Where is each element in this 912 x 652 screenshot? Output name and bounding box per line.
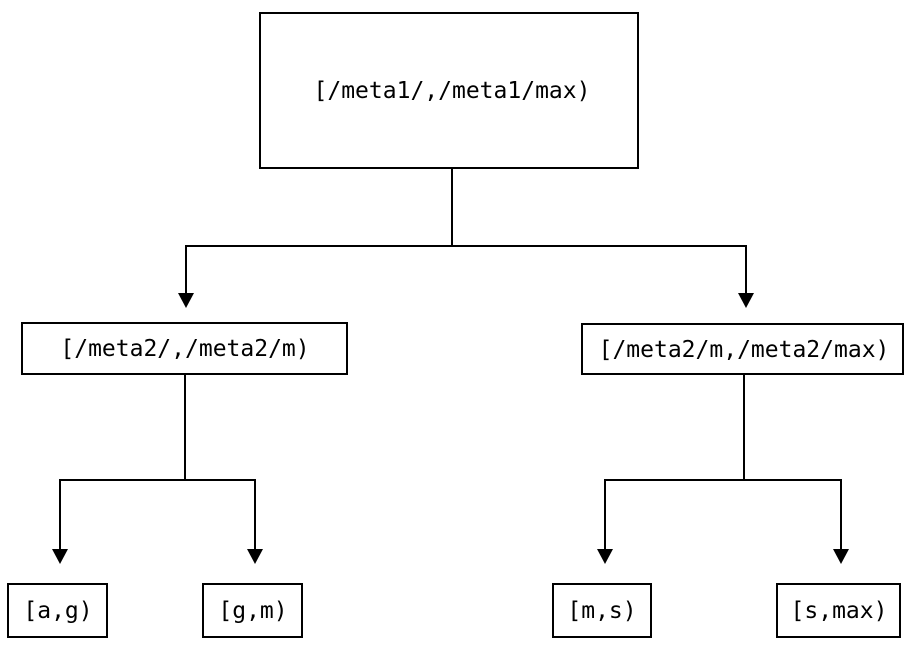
edge-group-meta2-right-children (597, 374, 849, 564)
arrowhead-to-leaf-ag (52, 549, 68, 564)
node-meta2-left-box (21, 322, 348, 375)
node-leaf-smax: [s,max) (776, 583, 901, 638)
edge-group-root-children (178, 168, 754, 308)
arrowhead-to-leaf-gm (247, 549, 263, 564)
node-leaf-smax-box (776, 583, 901, 638)
node-leaf-ag-label: [a,g) (23, 598, 92, 624)
node-root-label: [/meta1/,/meta1/max) (314, 78, 591, 104)
node-leaf-ag: [a,g) (7, 583, 108, 638)
node-leaf-ms-box (552, 583, 652, 638)
node-leaf-ms-label: [m,s) (567, 598, 636, 624)
node-leaf-ms: [m,s) (552, 583, 652, 638)
edge-root-branch-bracket (185, 245, 747, 295)
edge-meta2-left-branch-bracket (59, 479, 256, 551)
node-leaf-gm-label: [g,m) (218, 598, 287, 624)
node-meta2-left: [/meta2/,/meta2/m) (21, 322, 348, 375)
arrowhead-to-leaf-smax (833, 549, 849, 564)
node-leaf-smax-label: [s,max) (791, 598, 888, 624)
node-root: [/meta1/,/meta1/max) (259, 12, 639, 169)
node-meta2-right-label: [/meta2/m,/meta2/max) (599, 337, 890, 363)
node-root-box (259, 12, 639, 169)
edge-meta2-right-branch-bracket (604, 479, 842, 551)
node-leaf-gm-box (202, 583, 303, 638)
arrowhead-to-meta2-left (178, 293, 194, 308)
edge-group-meta2-left-children (52, 374, 263, 564)
node-meta2-left-label: [/meta2/,/meta2/m) (60, 336, 309, 362)
arrowhead-to-leaf-ms (597, 549, 613, 564)
node-leaf-gm: [g,m) (202, 583, 303, 638)
node-meta2-right: [/meta2/m,/meta2/max) (581, 323, 904, 375)
arrowhead-to-meta2-right (738, 293, 754, 308)
node-meta2-right-box (581, 323, 904, 375)
node-leaf-ag-box (7, 583, 108, 638)
